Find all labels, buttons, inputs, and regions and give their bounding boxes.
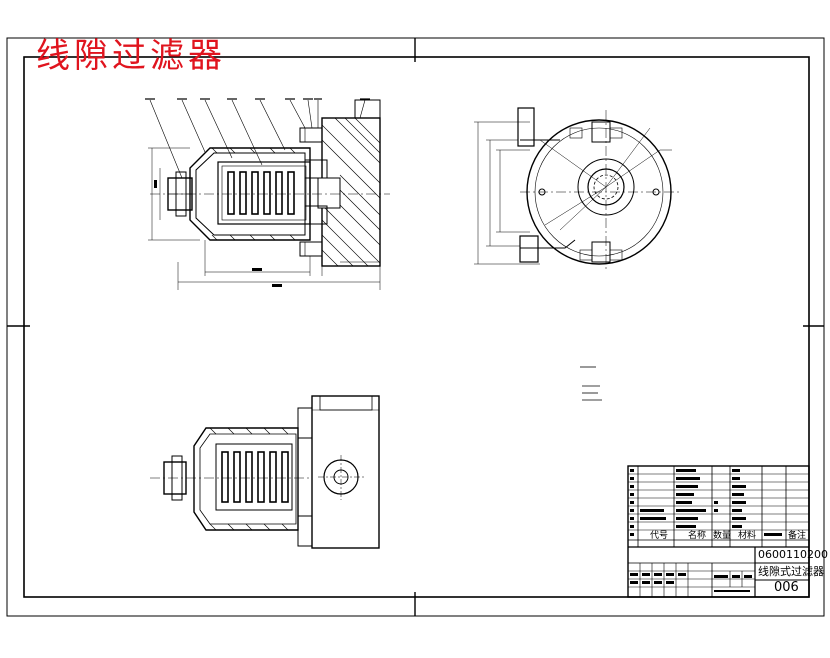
bom-header-qty: 数量 xyxy=(713,531,732,541)
side-view xyxy=(474,107,680,272)
title-block-lines xyxy=(627,465,810,598)
sheet-code: 006 xyxy=(774,580,799,595)
drawing-title: 线隙过滤器 xyxy=(36,36,226,76)
bom-header-material: 材料 xyxy=(738,531,757,541)
front-section-view xyxy=(145,98,390,290)
outer-border xyxy=(6,37,825,617)
technical-notes xyxy=(580,366,602,401)
inner-frame xyxy=(23,56,810,598)
bom-header-code: 代号 xyxy=(650,531,669,541)
drawing-number: 0600110200 xyxy=(758,548,828,561)
top-view xyxy=(150,395,380,549)
part-name: 线隙式过滤器 xyxy=(758,565,824,578)
bom-header-name: 名称 xyxy=(688,531,707,541)
bom-header-remark: 备注 xyxy=(788,531,807,541)
